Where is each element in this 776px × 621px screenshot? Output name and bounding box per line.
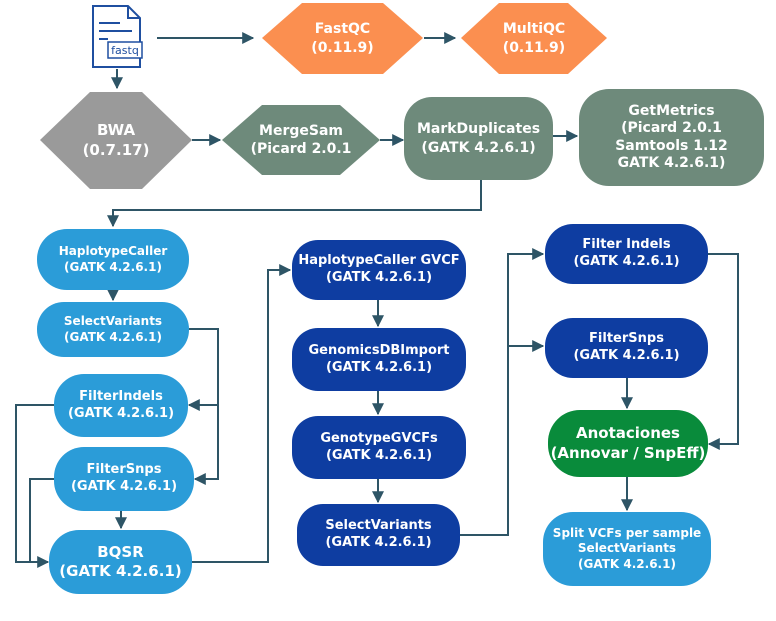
multiqc-node	[461, 3, 607, 74]
filterindels-a-node	[54, 374, 188, 437]
edge-filterindels-anotaciones	[707, 253, 739, 450]
edge-filtersnps-bqsr-left	[29, 478, 54, 562]
edge-selectvariants-filtersnps	[193, 405, 219, 485]
selectvariants-a-node	[37, 302, 189, 357]
edge-selectvariants-filterindels-b	[460, 248, 545, 536]
fastqc-node	[262, 3, 423, 74]
mergesam-node	[222, 105, 380, 175]
fastq-file-label: fastq	[111, 44, 139, 57]
haplotypecaller-node	[37, 229, 189, 290]
edge-bqsr-hcgvcf	[192, 264, 292, 563]
markduplicates-node	[404, 97, 553, 180]
filtersnps-a-node	[54, 447, 194, 511]
split-vcfs-node	[543, 512, 711, 586]
fastq-file-icon: fastq	[92, 5, 143, 68]
bwa-node	[40, 92, 192, 189]
anotaciones-node	[548, 410, 708, 477]
filtersnps-b-node	[545, 318, 708, 378]
selectvariants-b-node	[297, 504, 460, 566]
edge-selectvariants-filterindels	[187, 328, 219, 411]
edge-filterindels-bqsr	[15, 404, 54, 568]
edge-markduplicates-haplotypecaller	[107, 180, 482, 228]
getmetrics-node	[579, 89, 764, 186]
genomicsdb-node	[292, 328, 466, 391]
hc-gvcf-node	[292, 240, 466, 300]
genotypegvcfs-node	[292, 416, 466, 479]
filterindels-b-node	[545, 224, 708, 284]
bqsr-node	[49, 530, 192, 594]
